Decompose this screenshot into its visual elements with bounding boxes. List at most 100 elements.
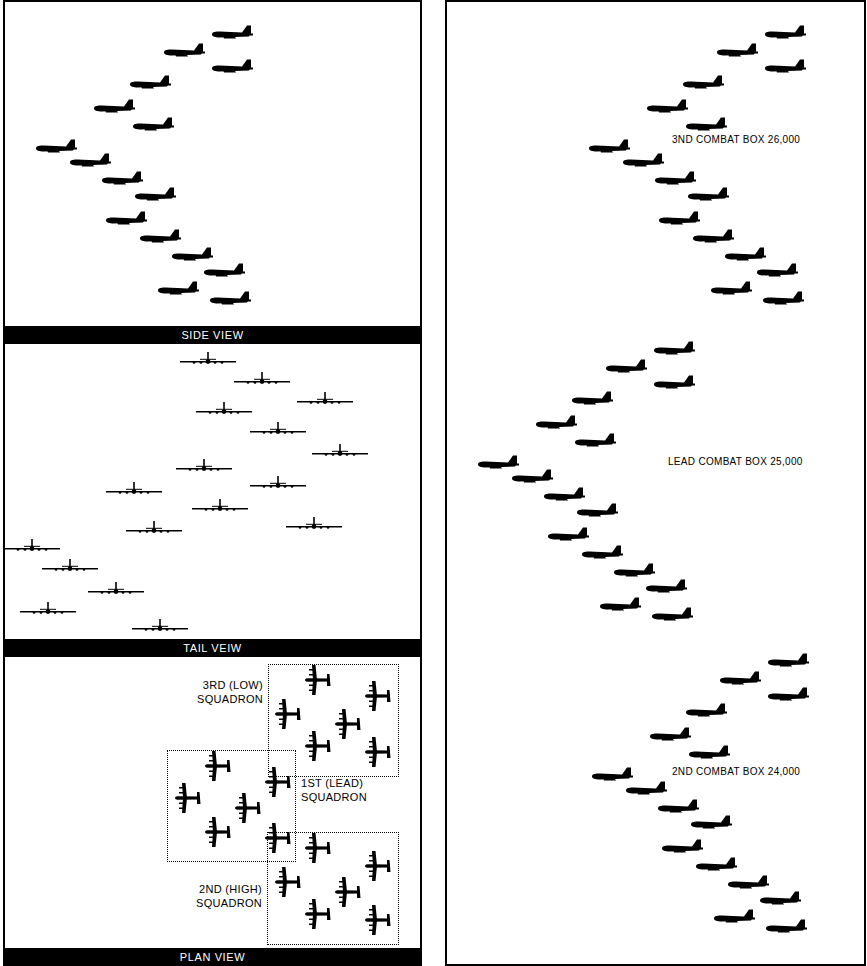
tail-bomber (250, 422, 306, 434)
combat-box-label: LEAD COMBAT BOX 25,000 (666, 456, 805, 467)
side-bomber (765, 26, 806, 39)
side-bomber (582, 546, 623, 559)
side-bomber (140, 230, 181, 243)
side-bomber (544, 488, 585, 501)
side-bomber (688, 188, 729, 201)
side-bomber (204, 264, 245, 277)
side-bomber (575, 434, 616, 447)
side-bomber (106, 212, 147, 225)
side-bomber (683, 76, 724, 89)
view-title: TAIL VEIW (183, 642, 242, 654)
tail-bomber (250, 476, 306, 488)
plan-bomber (335, 877, 361, 907)
plan-bomber (305, 731, 331, 761)
side-bomber (164, 44, 205, 57)
plan-bomber (205, 751, 231, 781)
side-bomber (760, 892, 801, 905)
side-bomber (623, 154, 664, 167)
side-bomber (210, 292, 251, 305)
side-bomber (212, 26, 253, 39)
squadron-box: 1ST (LEAD) SQUADRON (167, 750, 296, 862)
side-bomber (172, 248, 213, 261)
tail-bomber (126, 521, 182, 533)
plan-bomber (365, 737, 391, 767)
plan-bomber (365, 905, 391, 935)
side-bomber (130, 76, 171, 89)
side-bomber (652, 608, 693, 621)
side-bomber (689, 746, 730, 759)
squadron-label: 3RD (LOW) SQUADRON (167, 679, 263, 707)
side-bomber (662, 840, 703, 853)
side-bomber (650, 728, 691, 741)
tail-bomber (88, 582, 144, 594)
tail-bomber (20, 602, 76, 614)
tail-bomber (297, 392, 353, 404)
side-bomber (600, 598, 641, 611)
side-bomber (720, 672, 761, 685)
side-bomber (646, 580, 687, 593)
side-bomber (714, 910, 755, 923)
side-bomber (512, 470, 553, 483)
plan-bomber (175, 783, 201, 813)
plan-bomber (275, 867, 301, 897)
tail-bomber (176, 459, 232, 471)
side-bomber (654, 342, 695, 355)
side-bomber (659, 212, 700, 225)
side-bomber (135, 188, 176, 201)
plan-bomber (305, 665, 331, 695)
side-bomber (36, 140, 77, 153)
tail-bomber (192, 499, 248, 511)
tail-bomber (4, 539, 60, 551)
side-bomber (686, 704, 727, 717)
plan-bomber (305, 833, 331, 863)
view-title-bar: TAIL VEIW (4, 639, 421, 657)
plan-bomber (365, 851, 391, 881)
tail-bomber (196, 402, 252, 414)
side-bomber (589, 140, 630, 153)
tail-bomber (286, 517, 342, 529)
left-panel-frame (4, 1, 421, 965)
side-bomber (686, 118, 727, 131)
side-bomber (606, 360, 647, 373)
plan-bomber (365, 681, 391, 711)
combat-box-label: 3ND COMBAT BOX 26,000 (670, 134, 802, 145)
side-bomber (725, 248, 766, 261)
side-bomber (102, 172, 143, 185)
side-bomber (647, 100, 688, 113)
side-bomber (693, 230, 734, 243)
plan-bomber (305, 899, 331, 929)
view-title-bar: SIDE VIEW (4, 326, 421, 344)
side-bomber (728, 876, 769, 889)
side-bomber (654, 376, 695, 389)
view-title-bar: PLAN VIEW (4, 948, 421, 966)
view-title: PLAN VIEW (180, 951, 245, 963)
squadron-label: 2ND (HIGH) SQUADRON (166, 883, 262, 911)
side-bomber (768, 688, 809, 701)
side-bomber (478, 456, 519, 469)
tail-bomber (234, 372, 290, 384)
combat-box-label: 2ND COMBAT BOX 24,000 (670, 766, 802, 777)
side-bomber (711, 282, 752, 295)
side-bomber (655, 172, 696, 185)
tail-bomber (312, 444, 368, 456)
side-bomber (658, 800, 699, 813)
side-bomber (94, 100, 135, 113)
plan-bomber (205, 817, 231, 847)
side-bomber (212, 60, 253, 73)
side-bomber (757, 264, 798, 277)
side-bomber (614, 564, 655, 577)
plan-bomber (265, 823, 291, 853)
side-bomber (536, 416, 577, 429)
side-bomber (70, 154, 111, 167)
side-bomber (572, 392, 613, 405)
side-bomber (577, 504, 618, 517)
side-bomber (717, 44, 758, 57)
side-bomber (548, 528, 589, 541)
plan-bomber (275, 699, 301, 729)
view-title: SIDE VIEW (181, 329, 243, 341)
side-bomber (696, 858, 737, 871)
squadron-box: 3RD (LOW) SQUADRON (268, 664, 399, 777)
tail-bomber (106, 482, 162, 494)
side-bomber (765, 60, 806, 73)
side-bomber (768, 654, 809, 667)
